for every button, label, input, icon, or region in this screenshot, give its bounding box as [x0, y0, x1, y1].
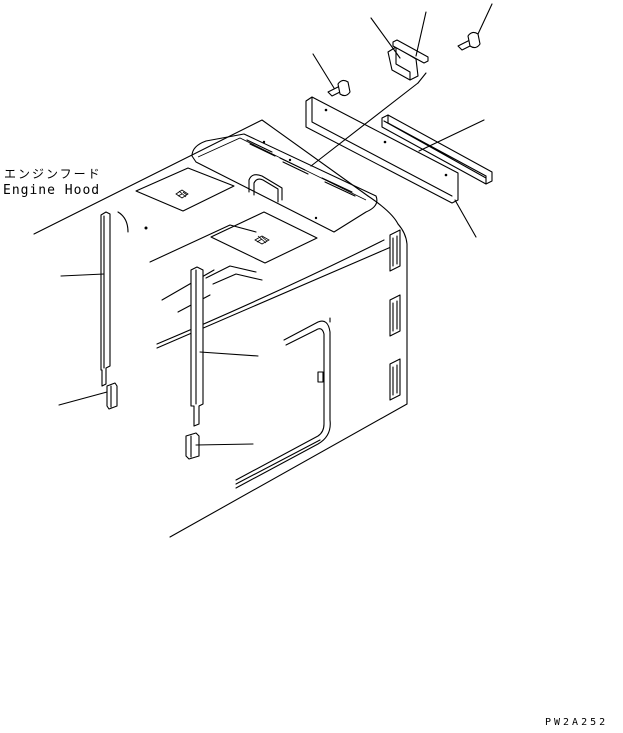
seal-strip-left — [100, 211, 111, 387]
cover-plate — [305, 96, 459, 204]
leader-lines — [58, 3, 493, 446]
side-hinge-plates — [389, 229, 401, 401]
bolt-middle — [327, 79, 351, 97]
top-access-door — [191, 133, 378, 233]
small-seal-middle — [185, 432, 200, 460]
side-access-door — [235, 317, 331, 489]
top-cover-left — [135, 167, 235, 212]
drawing-code: PW2A252 — [545, 717, 609, 728]
top-cover-right — [210, 211, 318, 264]
rubber-seal-angled — [381, 114, 493, 185]
engine-hood-label-jp: エンジンフード — [4, 167, 102, 181]
small-seal-top — [392, 39, 429, 64]
engine-hood-label-en: Engine Hood — [3, 183, 101, 198]
seal-strip-middle — [190, 266, 204, 427]
bracket — [387, 46, 419, 81]
bolt-top — [457, 31, 481, 51]
small-seal-left — [106, 382, 118, 410]
